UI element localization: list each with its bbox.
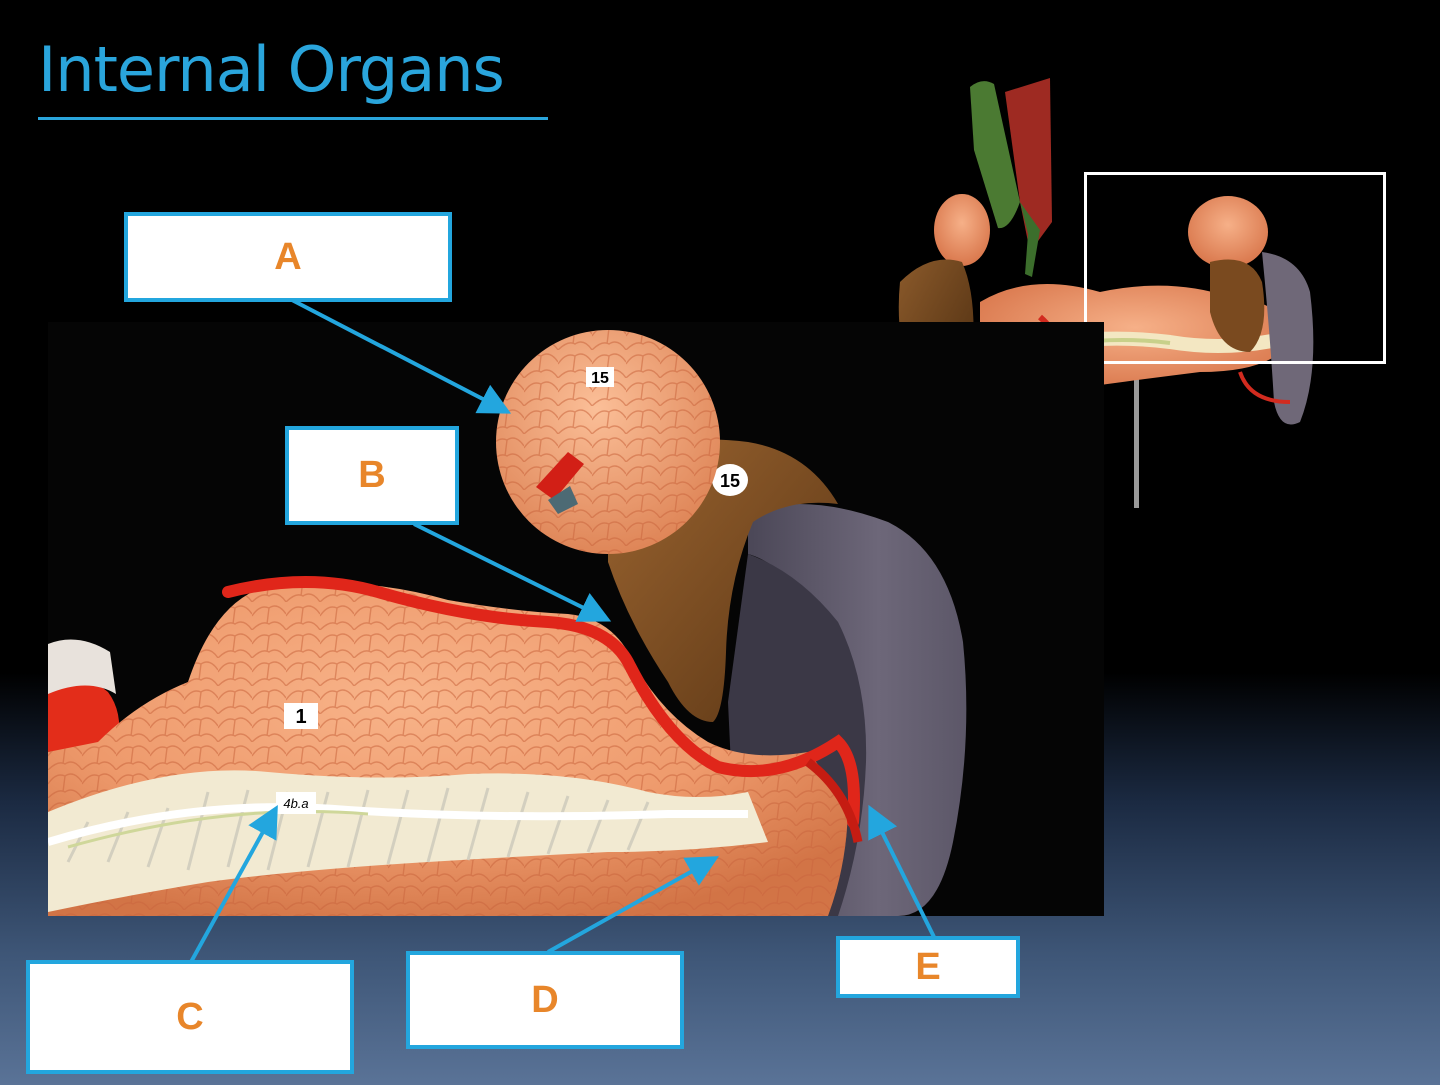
slide-title: Internal Organs [38,33,505,106]
main-closeup-photo: 15 15 1 4b.a [48,322,1104,916]
inset-highlight-frame [1084,172,1386,364]
label-box-c[interactable]: C [26,960,354,1074]
tag-lobe: 15 [591,370,609,387]
title-underline [38,117,548,120]
tag-brown: 15 [720,471,740,491]
tag-duct: 4b.a [283,796,308,811]
tag-body: 1 [295,706,306,728]
label-box-d[interactable]: D [406,951,684,1049]
label-box-a[interactable]: A [124,212,452,302]
label-box-b[interactable]: B [285,426,459,525]
label-box-e[interactable]: E [836,936,1020,998]
